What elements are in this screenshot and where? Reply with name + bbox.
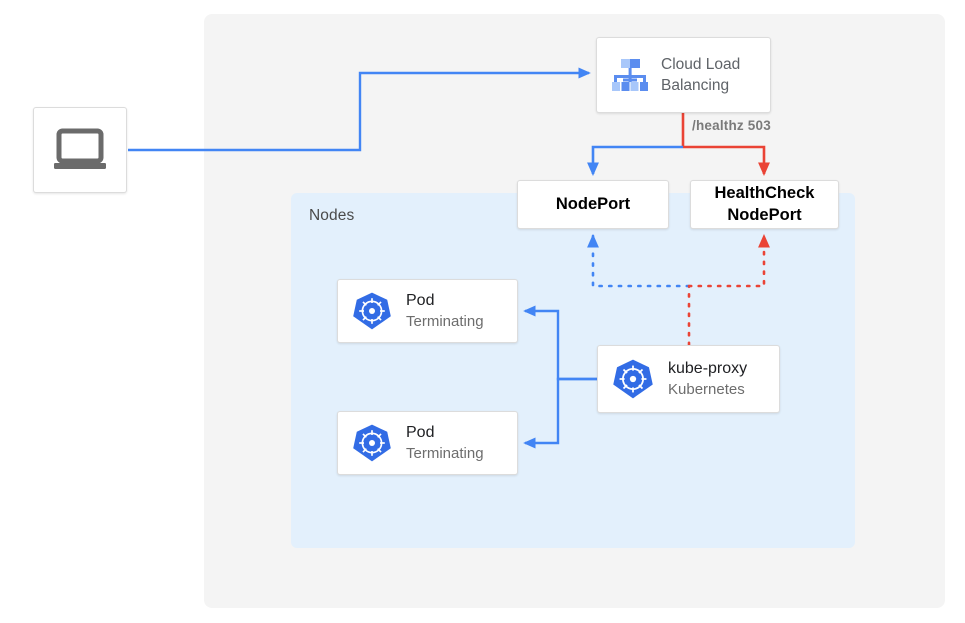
nodeport-label: NodePort: [555, 194, 631, 213]
kubernetes-icon: [353, 424, 391, 462]
pod-2-status: Terminating: [406, 444, 484, 462]
pod-2-title: Pod: [406, 423, 435, 441]
client-device-card[interactable]: [33, 107, 127, 193]
pod-1-card[interactable]: Pod Terminating: [337, 279, 518, 343]
cloud-load-balancing-label: Cloud Load Balancing: [661, 54, 740, 97]
healthz-edge-label: /healthz 503: [692, 118, 771, 133]
kube-proxy-subtitle: Kubernetes: [668, 380, 745, 398]
nodeport-card[interactable]: NodePort: [517, 180, 669, 229]
pod-1-title: Pod: [406, 291, 435, 309]
laptop-icon: [54, 128, 106, 169]
nodes-panel-label: Nodes: [309, 207, 355, 224]
kube-proxy-card[interactable]: kube-proxy Kubernetes: [597, 345, 780, 413]
cloud-load-balancing-card[interactable]: Cloud Load Balancing: [596, 37, 771, 113]
clb-label-line-1: Cloud Load: [661, 55, 741, 73]
pod-2-card[interactable]: Pod Terminating: [337, 411, 518, 475]
clb-label-line-2: Balancing: [661, 77, 730, 94]
kubernetes-icon: [613, 359, 653, 399]
healthcheck-nodeport-label-line-2: NodePort: [727, 205, 802, 224]
pod-1-status: Terminating: [406, 312, 484, 330]
cloud-load-balancing-icon: [612, 59, 648, 91]
kubernetes-icon: [353, 292, 391, 330]
kube-proxy-text: kube-proxy Kubernetes: [668, 359, 747, 399]
pod-1-text: Pod Terminating: [406, 291, 484, 331]
kube-proxy-title: kube-proxy: [668, 359, 748, 377]
pod-2-text: Pod Terminating: [406, 423, 484, 463]
healthcheck-nodeport-card[interactable]: HealthCheck NodePort: [690, 180, 839, 229]
healthcheck-nodeport-label-line-1: HealthCheck: [714, 184, 815, 203]
